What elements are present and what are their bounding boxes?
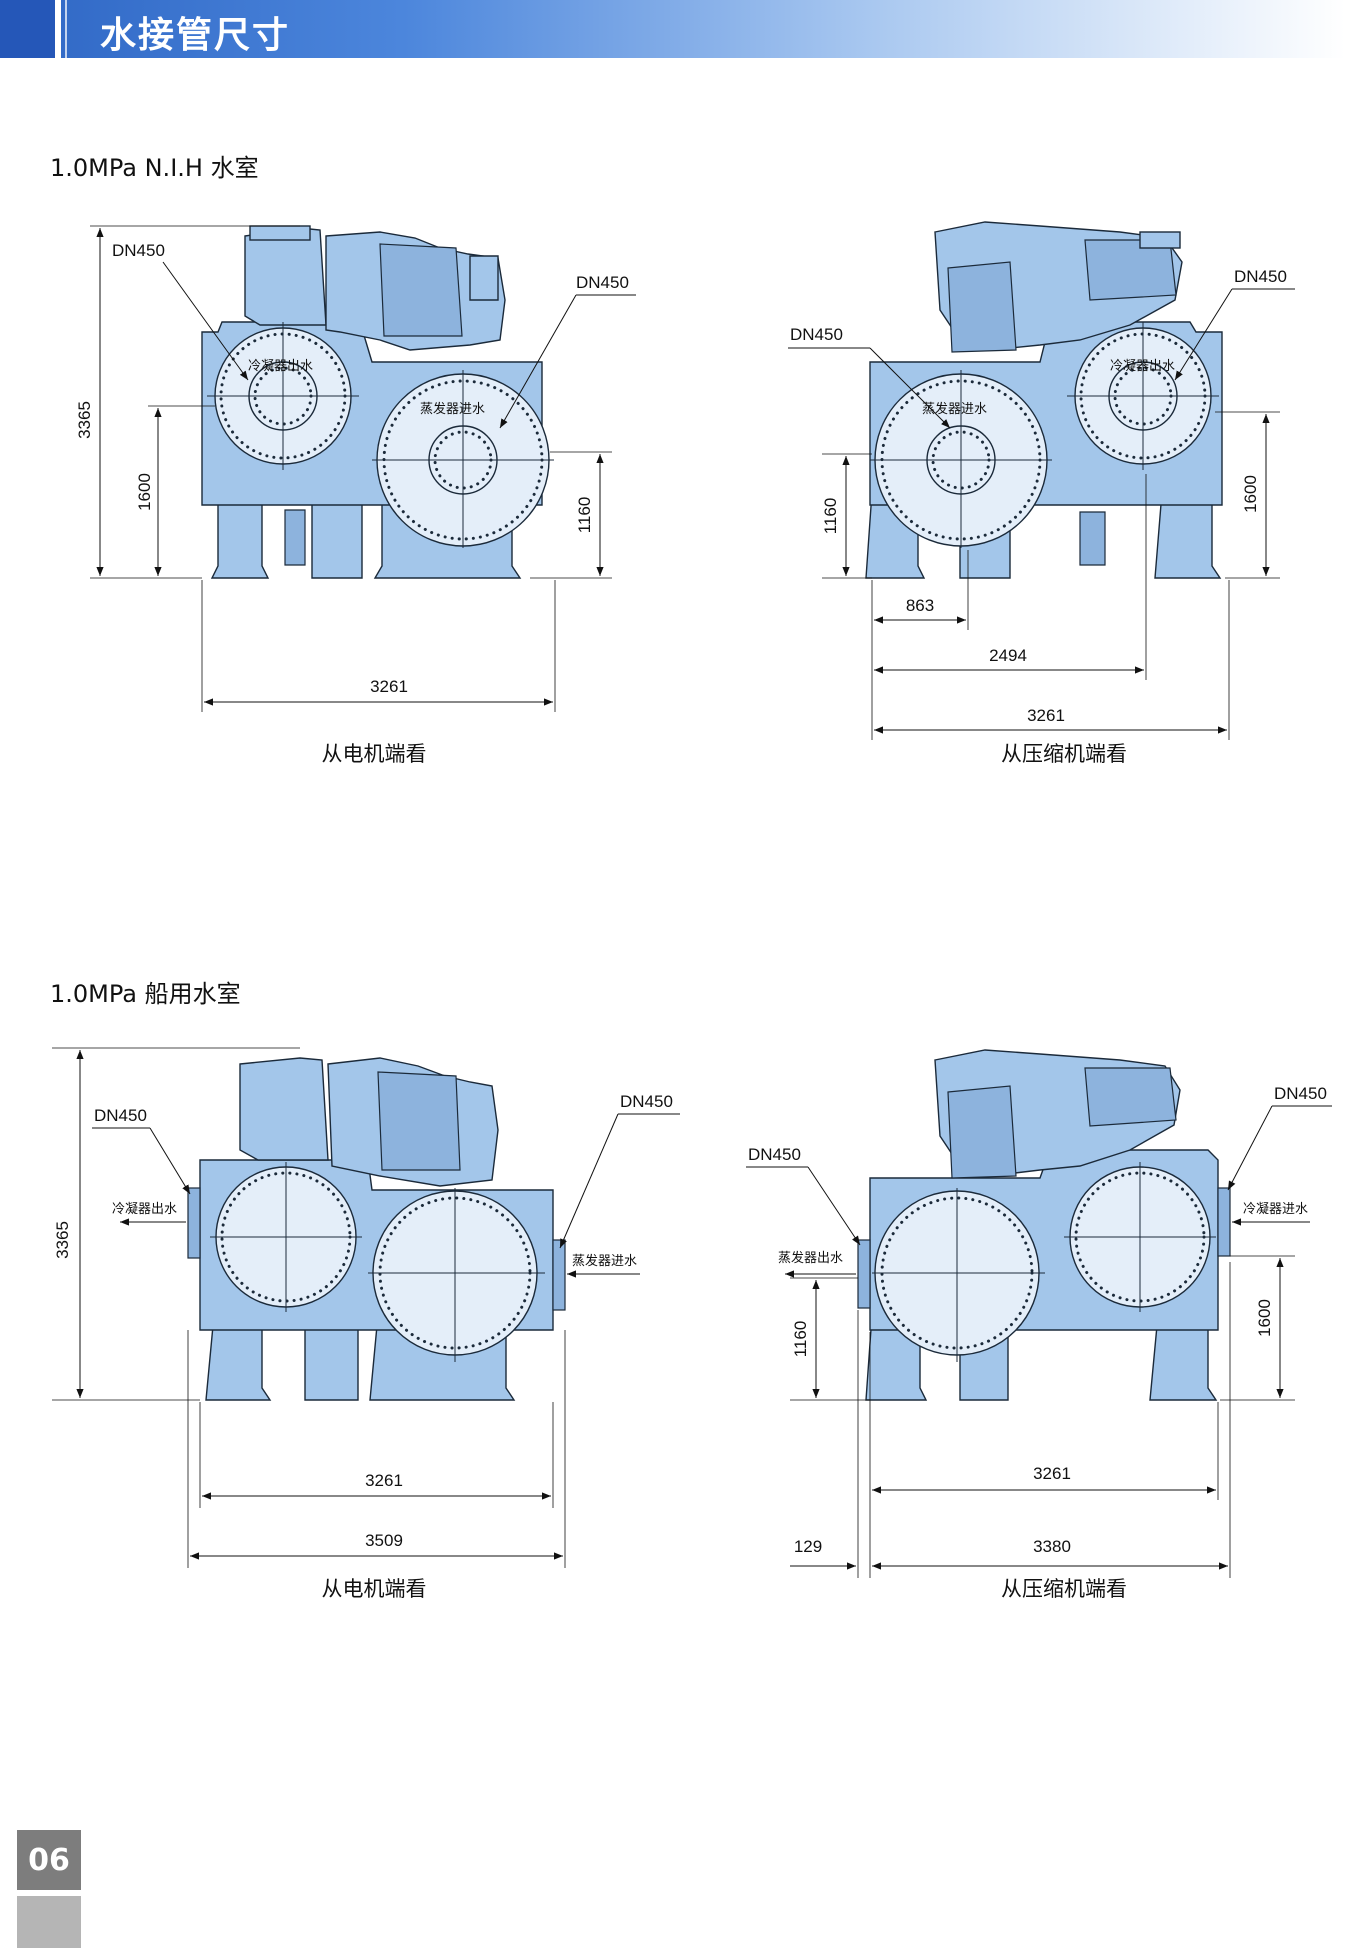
view-caption: 从电机端看: [322, 1577, 427, 1601]
pipe-label: DN450: [1274, 1084, 1327, 1103]
dim-height-evap: 1160: [821, 498, 840, 535]
view-caption: 从压缩机端看: [1001, 742, 1127, 766]
cond-inlet-label: 冷凝器进水: [1243, 1201, 1308, 1217]
dim-width-outer: 3380: [1033, 1537, 1071, 1556]
dim-width: 3261: [1027, 706, 1065, 725]
view-marine-motor-end: 冷凝器出水 蒸发器进水 DN450 DN450 3365 3261 3509 从…: [52, 1047, 680, 1601]
section-title-marine: 1.0MPa 船用水室: [50, 980, 241, 1008]
dim-offset-b: 2494: [989, 646, 1027, 665]
evap-inlet-label: 蒸发器进水: [572, 1253, 637, 1269]
page-title: 水接管尺寸: [100, 15, 291, 56]
dim-width-inner: 3261: [1033, 1464, 1071, 1483]
evap-outlet-label: 蒸发器出水: [778, 1250, 843, 1266]
dim-height-total: 3365: [75, 401, 94, 439]
view-caption: 从电机端看: [322, 742, 427, 766]
cond-outlet-label: 冷凝器出水: [112, 1201, 177, 1217]
cond-outlet-label: 冷凝器出水: [1110, 358, 1175, 374]
dim-height-evap: 1160: [791, 1321, 810, 1358]
dim-height-evap: 1160: [575, 497, 594, 534]
header-stripe-thin: [65, 0, 67, 58]
page-number: 06: [17, 1830, 81, 1890]
header-accent-block: [0, 0, 55, 58]
header-stripe: [55, 0, 61, 58]
pipe-label: DN450: [620, 1092, 673, 1111]
section-title-nih: 1.0MPa N.I.H 水室: [50, 154, 259, 182]
dim-height-cond: 1600: [135, 473, 154, 511]
page-number-tab: [17, 1896, 81, 1948]
pipe-label: DN450: [748, 1145, 801, 1164]
evap-inlet-label: 蒸发器进水: [420, 401, 485, 417]
pipe-label: DN450: [94, 1106, 147, 1125]
pipe-label: DN450: [576, 273, 629, 292]
dim-width: 3261: [370, 677, 408, 696]
page-header-band: 水接管尺寸: [0, 0, 1345, 58]
pipe-label: DN450: [1234, 267, 1287, 286]
dim-height-total: 3365: [53, 1221, 72, 1259]
pipe-label: DN450: [790, 325, 843, 344]
cond-outlet-label: 冷凝器出水: [248, 358, 313, 374]
pipe-label: DN450: [112, 241, 165, 260]
dim-height-cond: 1600: [1241, 475, 1260, 513]
view-caption: 从压缩机端看: [1001, 1577, 1127, 1601]
dim-offset-left: 129: [794, 1537, 822, 1556]
evap-inlet-label: 蒸发器进水: [922, 401, 987, 417]
dim-offset-a: 863: [906, 596, 934, 615]
view-nih-motor-end: 冷凝器出水 蒸发器进水 DN450 DN450 3365 1600 1160 3…: [75, 225, 636, 766]
dim-width-inner: 3261: [365, 1471, 403, 1490]
view-marine-compressor-end: 蒸发器出水 冷凝器进水 DN450 DN450 1160 1600 3261 1…: [746, 1049, 1332, 1601]
dim-width-outer: 3509: [365, 1531, 403, 1550]
dim-height-cond: 1600: [1255, 1299, 1274, 1337]
view-nih-compressor-end: 蒸发器进水 冷凝器出水 DN450 DN450 1160 1600 863 24…: [788, 221, 1295, 766]
